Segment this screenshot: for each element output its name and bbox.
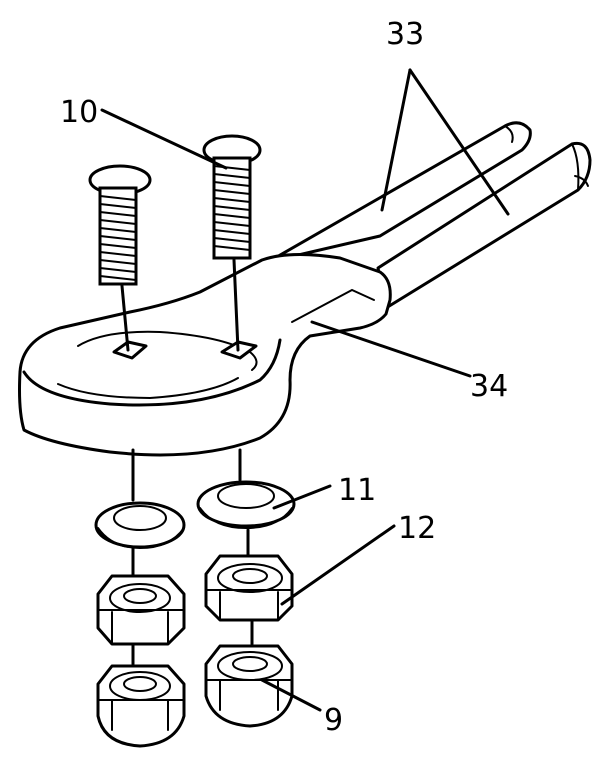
bracket	[18, 252, 392, 457]
label-nut: 12	[398, 511, 436, 546]
right-washer	[196, 480, 296, 530]
left-nut	[96, 574, 186, 646]
right-bolt	[202, 134, 262, 352]
rods	[266, 121, 592, 310]
label-rods: 33	[386, 17, 424, 52]
leader-lines	[100, 68, 510, 712]
label-bolt: 10	[60, 95, 98, 130]
right-nut	[204, 554, 294, 622]
left-cap-nut	[96, 664, 186, 748]
right-cap-nut	[204, 644, 294, 728]
left-bolt	[88, 164, 152, 352]
label-bracket: 34	[470, 369, 508, 404]
label-washer: 11	[338, 473, 376, 508]
label-cap-nut: 9	[324, 703, 343, 738]
left-washer	[94, 501, 186, 550]
